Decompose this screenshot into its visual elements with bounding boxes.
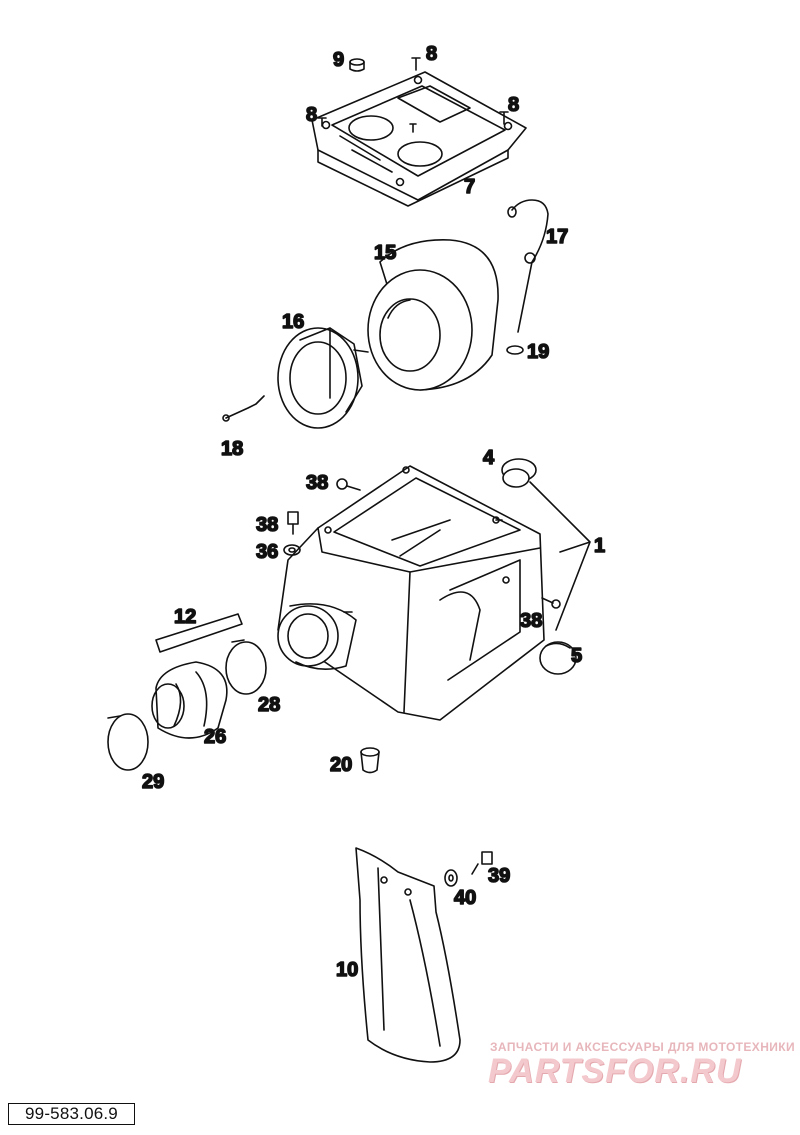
- intake-boot-drawing: [151, 661, 228, 739]
- plug-drawing-20: [360, 747, 380, 774]
- part-number-7: 7: [464, 176, 475, 198]
- clamp-drawing-29: [107, 713, 149, 771]
- part-number-10: 10: [336, 959, 358, 981]
- part-number-19: 19: [527, 341, 549, 363]
- part-number-4: 4: [483, 447, 495, 469]
- breather-hose-drawing: [506, 199, 549, 355]
- part-number-18: 18: [221, 438, 243, 460]
- air-filter-drawing: [367, 239, 499, 391]
- part-number-8: 8: [426, 43, 437, 65]
- part-number-29: 29: [142, 771, 164, 793]
- screw-drawing-39: [471, 851, 493, 875]
- part-number-8: 8: [306, 104, 317, 126]
- part-number-15: 15: [374, 242, 396, 264]
- part-number-38: 38: [520, 610, 542, 632]
- leader-lines-part-1: [529, 481, 591, 631]
- reference-number-box: 99-583.06.9: [8, 1103, 135, 1125]
- clip-drawing-18: [222, 395, 265, 422]
- part-number-20: 20: [330, 754, 352, 776]
- part-number-36: 36: [256, 541, 278, 563]
- strip-drawing-12: [155, 613, 243, 653]
- mud-flap-drawing: [355, 847, 461, 1063]
- part-number-17: 17: [546, 226, 568, 248]
- watermark-caption: ЗАПЧАСТИ И АКСЕССУАРЫ ДЛЯ МОТОТЕХНИКИ: [490, 1040, 796, 1054]
- part-number-39: 39: [488, 865, 510, 887]
- part-number-28: 28: [258, 694, 280, 716]
- part-number-38: 38: [306, 472, 328, 494]
- part-number-38: 38: [256, 514, 278, 536]
- airbox-drawing: [277, 465, 545, 721]
- bolt-drawings-8: [317, 57, 509, 133]
- cover-drawing-5: [539, 641, 577, 675]
- cap-drawing-9: [349, 58, 365, 72]
- airbox-lid-drawing: [311, 71, 527, 207]
- washer-drawing-36: [283, 544, 301, 556]
- washer-drawing-40: [444, 869, 458, 887]
- screw-drawings-38: [287, 478, 561, 609]
- filter-cage-drawing: [277, 327, 369, 429]
- part-number-9: 9: [333, 49, 344, 71]
- part-number-16: 16: [282, 311, 304, 333]
- part-number-40: 40: [454, 887, 476, 909]
- part-number-12: 12: [174, 606, 196, 628]
- plug-drawing-4: [501, 458, 537, 488]
- part-number-1: 1: [594, 535, 605, 557]
- clamp-drawing-28: [225, 639, 267, 695]
- part-number-5: 5: [571, 645, 582, 667]
- part-number-26: 26: [204, 726, 226, 748]
- part-number-8: 8: [508, 94, 519, 116]
- watermark-logo: PARTSFOR.RU: [488, 1052, 742, 1090]
